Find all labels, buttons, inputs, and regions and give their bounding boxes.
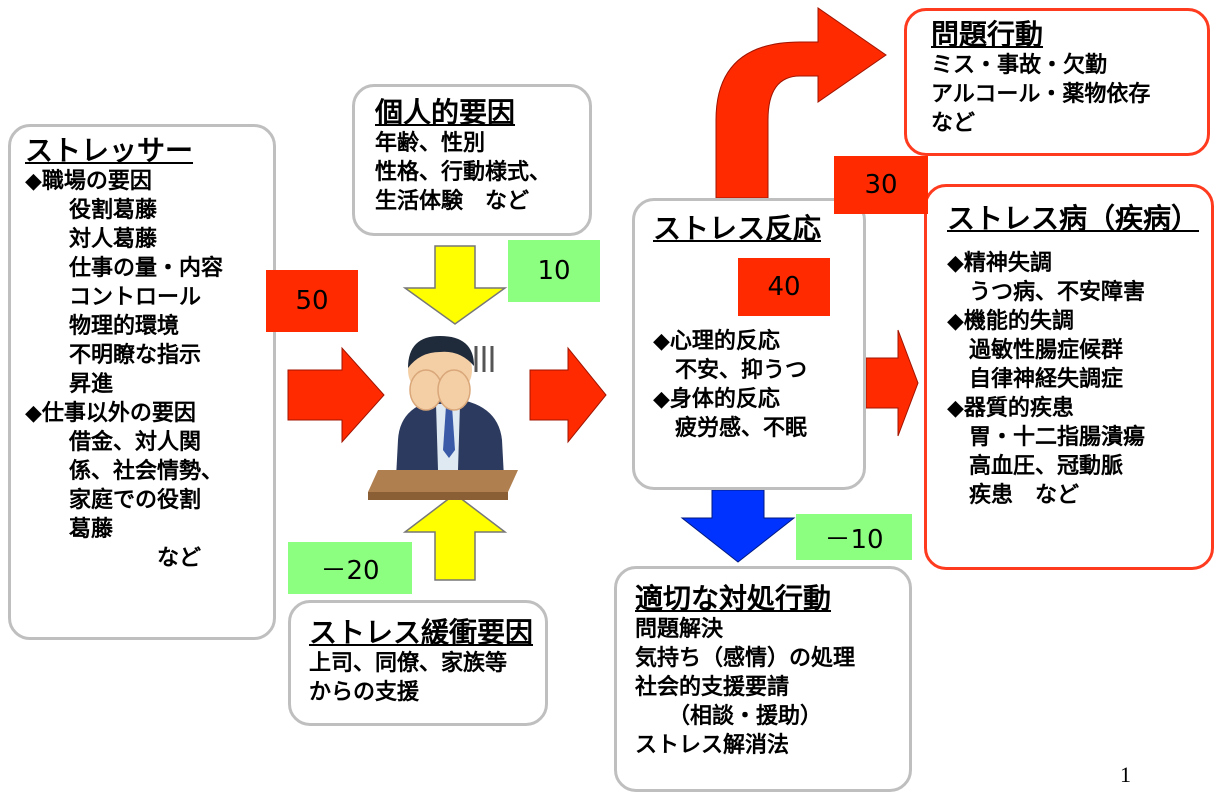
reaction-title: ストレス反応 [653, 212, 822, 245]
problem-behavior-box: 問題行動 ミス・事故・欠勤 アルコール・薬物依存 など [904, 8, 1210, 156]
coping-line: ストレス解消法 [635, 733, 790, 758]
stressor-line: 仕事の量・内容 [25, 256, 224, 281]
buffer-score-badge: －20 [288, 542, 412, 594]
stressor-box: ストレッサー ◆職場の要因 役割葛藤 対人葛藤 仕事の量・内容 コントロール 物… [8, 124, 276, 640]
problem-line: アルコール・薬物依存 [931, 82, 1151, 107]
problem-line: など [931, 111, 976, 136]
disease-line: ◆器質的疾患 [947, 396, 1074, 421]
buffer-line: からの支援 [309, 680, 420, 705]
personal-score-badge: 10 [508, 240, 600, 302]
coping-line: 気持ち（感情）の処理 [635, 646, 856, 671]
stress-buffer-box: ストレス緩衝要因 上司、同僚、家族等 からの支援 [288, 600, 548, 726]
disease-line: 疾患 など [947, 483, 1080, 508]
stressed-person-illustration [368, 336, 518, 500]
personal-line: 生活体験 など [375, 189, 530, 214]
coping-line: 社会的支援要請 [635, 675, 790, 700]
disease-line: うつ病、不安障害 [947, 280, 1146, 305]
coping-score-badge: －10 [796, 514, 912, 560]
problem-title: 問題行動 [931, 18, 1044, 51]
reaction-to-problem-arrow [715, 7, 887, 199]
reaction-to-disease-arrow [865, 329, 919, 437]
reaction-line: ◆身体的反応 [653, 387, 780, 412]
coping-line: 問題解決 [635, 617, 724, 642]
disease-line: 胃・十二指腸潰瘍 [947, 425, 1146, 450]
reaction-line: ◆心理的反応 [653, 329, 780, 354]
disease-title: ストレス病（疾病） [947, 202, 1200, 235]
stress-disease-box: ストレス病（疾病） ◆精神失調 うつ病、不安障害 ◆機能的失調 過敏性腸症候群 … [924, 184, 1214, 570]
page-number: 1 [1120, 762, 1131, 787]
reaction-line: 不安、抑うつ [653, 358, 808, 383]
personal-to-person-arrow [402, 245, 508, 325]
stressor-title: ストレッサー [25, 134, 194, 167]
disease-line: ◆機能的失調 [947, 309, 1074, 334]
personal-title: 個人的要因 [375, 96, 516, 129]
reaction-to-coping-arrow [680, 489, 796, 563]
stressor-line: など [25, 546, 202, 571]
person-to-reaction-arrow [529, 346, 607, 444]
buffer-to-person-arrow [402, 493, 508, 581]
stressor-line: 借金、対人関 [25, 430, 202, 455]
coping-line: （相談・援助） [635, 704, 823, 729]
stressor-score-badge: 50 [266, 270, 358, 332]
coping-behavior-box: 適切な対処行動 問題解決 気持ち（感情）の処理 社会的支援要請 （相談・援助） … [614, 566, 912, 792]
stressor-line: 係、社会情勢、 [25, 459, 224, 484]
stressor-line: ◆職場の要因 [25, 169, 152, 194]
stress-reaction-box: ストレス反応 ◆心理的反応 不安、抑うつ ◆身体的反応 疲労感、不眠 [632, 198, 866, 490]
stressor-line: コントロール [25, 285, 202, 310]
stressor-line: 葛藤 [25, 517, 114, 542]
stressor-line: 不明瞭な指示 [25, 343, 202, 368]
stressor-line: 役割葛藤 [25, 198, 158, 223]
coping-title: 適切な対処行動 [635, 582, 832, 615]
stressor-line: 昇進 [25, 372, 114, 397]
disease-line: 過敏性腸症候群 [947, 338, 1124, 363]
stressor-line: 物理的環境 [25, 314, 180, 339]
problem-score-badge: 30 [834, 156, 928, 214]
disease-line: 高血圧、冠動脈 [947, 454, 1124, 479]
personal-factors-box: 個人的要因 年齢、性別 性格、行動様式、 生活体験 など [352, 84, 592, 236]
personal-line: 年齢、性別 [375, 131, 486, 156]
buffer-title: ストレス緩衝要因 [309, 616, 534, 649]
disease-line: ◆精神失調 [947, 251, 1052, 276]
disease-line: 自律神経失調症 [947, 367, 1124, 392]
stressor-to-person-arrow [287, 346, 385, 444]
stressor-line: ◆仕事以外の要因 [25, 401, 196, 426]
buffer-line: 上司、同僚、家族等 [309, 651, 508, 676]
personal-line: 性格、行動様式、 [375, 160, 552, 185]
reaction-score-badge: 40 [738, 258, 830, 316]
stressor-line: 家庭での役割 [25, 488, 202, 513]
problem-line: ミス・事故・欠勤 [931, 53, 1108, 78]
stressor-line: 対人葛藤 [25, 227, 158, 252]
reaction-line: 疲労感、不眠 [653, 416, 808, 441]
